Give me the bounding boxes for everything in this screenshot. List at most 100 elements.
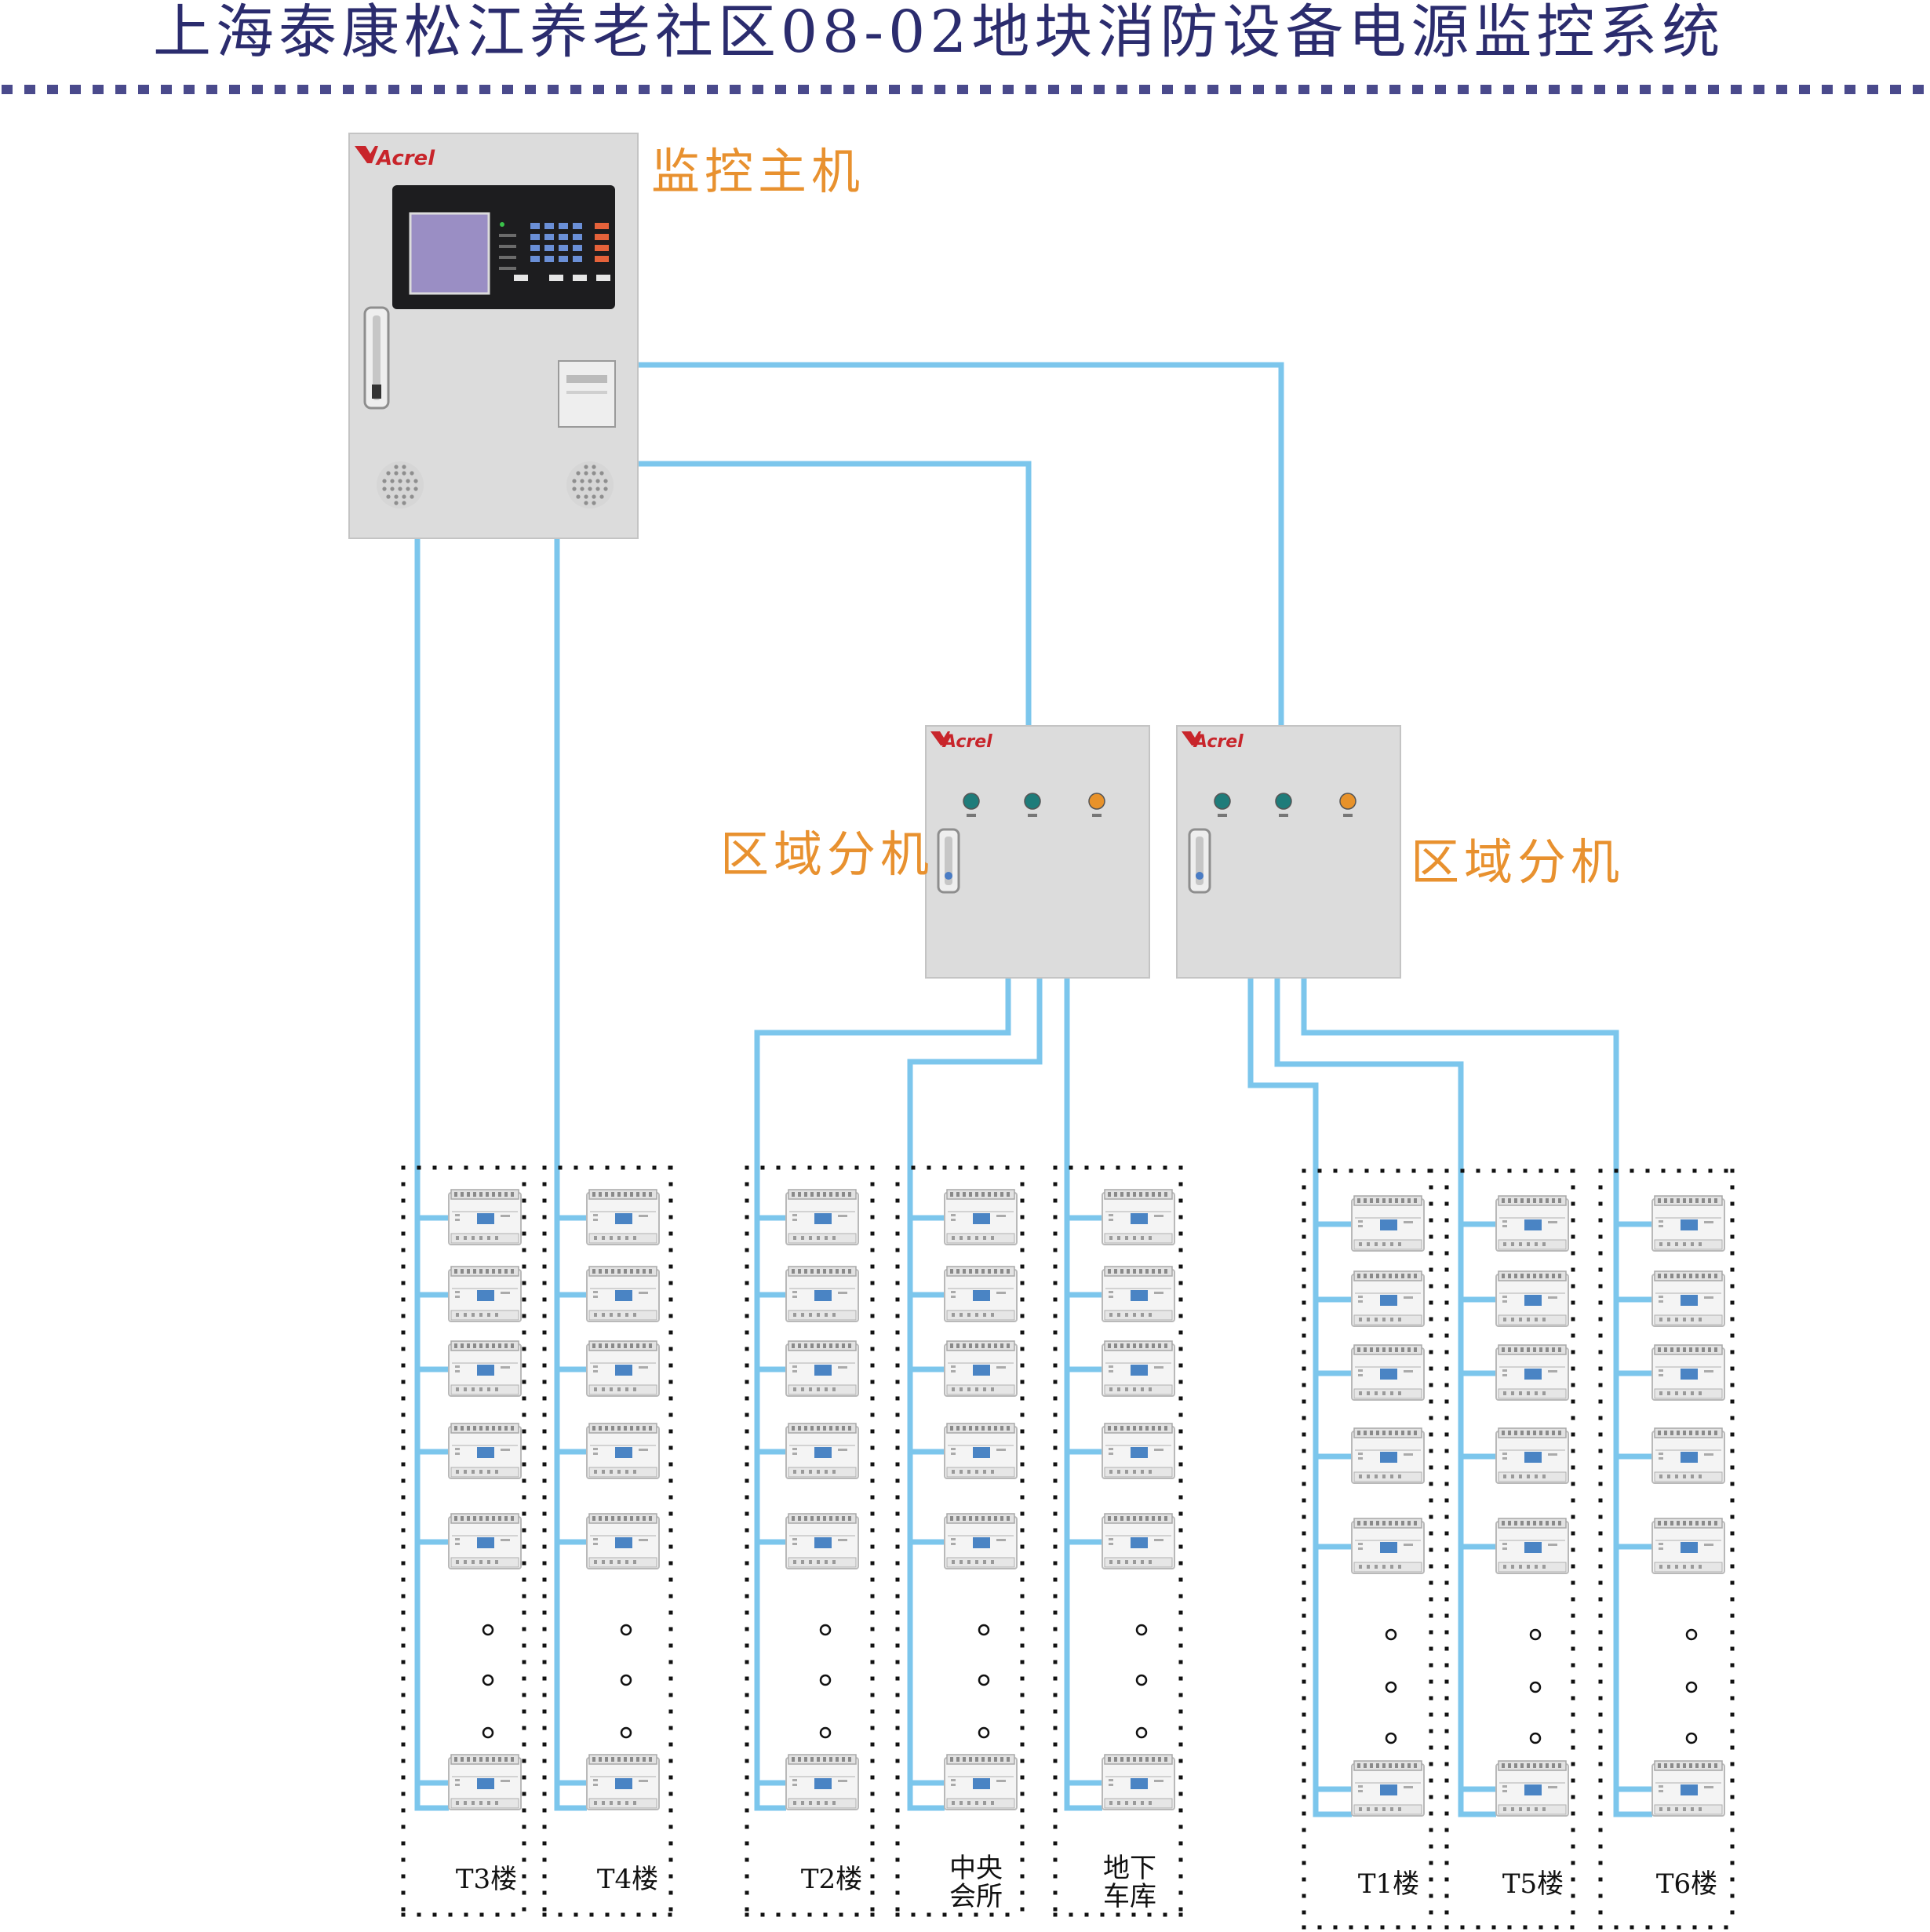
column-boundary [542, 1165, 673, 1917]
column-boundary [1444, 1168, 1575, 1930]
building-label: T6楼 [1656, 1868, 1717, 1900]
circle-ellipsis-icon [819, 1624, 832, 1636]
circle-ellipsis-icon [482, 1726, 494, 1739]
circle-ellipsis-icon [1135, 1674, 1148, 1686]
power-monitor-module-icon [586, 1423, 660, 1479]
indicator-leds [499, 222, 516, 270]
building-label: T1楼 [1358, 1868, 1419, 1900]
brand-logo: Acrel [355, 146, 435, 170]
indicator-lamp-icon [1024, 793, 1041, 810]
power-monitor-module-icon [586, 1340, 660, 1397]
power-monitor-module-icon [1495, 1518, 1569, 1574]
speaker-grille-icon [566, 461, 614, 509]
power-monitor-module-icon [586, 1189, 660, 1245]
building-label: T2楼 [801, 1864, 862, 1895]
building-column: 中央会所 [895, 1165, 1025, 1917]
monitoring-host: Acrel [348, 133, 639, 539]
circle-ellipsis-icon [1529, 1732, 1542, 1744]
power-monitor-module-icon [1351, 1270, 1425, 1327]
power-monitor-module-icon [1102, 1266, 1175, 1322]
brand-logo: Acrel [1182, 731, 1244, 752]
host-label: 监控主机 [651, 143, 865, 200]
title-underline [2, 85, 1924, 94]
power-monitor-module-icon [448, 1513, 522, 1569]
zone-unit-label: 区域分机 [720, 826, 934, 883]
power-monitor-module-icon [1351, 1195, 1425, 1252]
building-label: 中央会所 [949, 1853, 1003, 1912]
power-monitor-module-icon [1102, 1423, 1175, 1479]
power-monitor-module-icon [1102, 1340, 1175, 1397]
power-monitor-module-icon [448, 1266, 522, 1322]
power-monitor-module-icon [1351, 1760, 1425, 1817]
door-handle-icon [1188, 828, 1211, 894]
building-label: T3楼 [456, 1864, 517, 1895]
building-column: T5楼 [1444, 1168, 1575, 1930]
circle-ellipsis-icon [620, 1624, 632, 1636]
indicator-lamp-icon [1275, 793, 1292, 810]
power-monitor-module-icon [1102, 1754, 1175, 1810]
door-handle-icon [937, 828, 960, 894]
building-column: T2楼 [745, 1165, 875, 1917]
building-label: T5楼 [1502, 1868, 1564, 1900]
circle-ellipsis-icon [978, 1726, 990, 1739]
power-monitor-module-icon [785, 1513, 859, 1569]
power-monitor-module-icon [1651, 1760, 1725, 1817]
indicator-lamp-icon [963, 793, 980, 810]
zone-unit: Acrel [925, 725, 1150, 979]
power-monitor-module-icon [1351, 1427, 1425, 1484]
circle-ellipsis-icon [1685, 1681, 1698, 1693]
power-monitor-module-icon [448, 1340, 522, 1397]
bus-line [907, 978, 1043, 1811]
power-monitor-module-icon [448, 1754, 522, 1810]
column-boundary [1053, 1165, 1183, 1917]
indicator-lamp-icon [1339, 793, 1356, 810]
zone-cabinet [925, 725, 1150, 979]
circle-ellipsis-icon [1385, 1681, 1397, 1693]
power-monitor-module-icon [785, 1340, 859, 1397]
page-title: 上海泰康松江养老社区08-02地块消防设备电源监控系统 [153, 0, 1724, 66]
column-boundary [1302, 1168, 1433, 1930]
circle-ellipsis-icon [1685, 1732, 1698, 1744]
indicator-lamp-icon [1088, 793, 1105, 810]
power-monitor-module-icon [944, 1189, 1018, 1245]
bus-line [1301, 978, 1652, 1817]
indicator-lamp-icon [1214, 793, 1231, 810]
power-monitor-module-icon [785, 1266, 859, 1322]
bus-line [1247, 978, 1352, 1817]
power-monitor-module-icon [448, 1423, 522, 1479]
host-lcd-screen [409, 212, 490, 295]
circle-ellipsis-icon [1135, 1726, 1148, 1739]
zone-cabinet [1176, 725, 1401, 979]
svg-text:Acrel: Acrel [1193, 732, 1244, 752]
power-monitor-module-icon [586, 1513, 660, 1569]
circle-ellipsis-icon [1385, 1732, 1397, 1744]
zone-unit-label: 区域分机 [1411, 833, 1624, 891]
circle-ellipsis-icon [1529, 1628, 1542, 1641]
column-boundary [895, 1165, 1025, 1917]
circle-ellipsis-icon [1685, 1628, 1698, 1641]
printer-icon [558, 360, 616, 428]
column-boundary [1598, 1168, 1735, 1930]
building-column: T4楼 [542, 1165, 673, 1917]
building-column: T6楼 [1598, 1168, 1735, 1930]
power-monitor-module-icon [785, 1189, 859, 1245]
power-monitor-module-icon [1495, 1344, 1569, 1401]
power-monitor-module-icon [1651, 1195, 1725, 1252]
power-monitor-module-icon [1495, 1195, 1569, 1252]
zone-unit: Acrel [1176, 725, 1401, 979]
door-handle-icon [363, 306, 390, 410]
circle-ellipsis-icon [819, 1726, 832, 1739]
bus-line [414, 538, 449, 1811]
bus-line [554, 538, 587, 1811]
building-label: 地下车库 [1103, 1853, 1156, 1912]
circle-ellipsis-icon [978, 1674, 990, 1686]
power-monitor-module-icon [1651, 1344, 1725, 1401]
power-monitor-module-icon [1495, 1427, 1569, 1484]
power-monitor-module-icon [785, 1423, 859, 1479]
speaker-grille-icon [377, 461, 424, 509]
circle-ellipsis-icon [620, 1674, 632, 1686]
power-monitor-module-icon [944, 1340, 1018, 1397]
bus-line [754, 978, 1011, 1811]
svg-text:Acrel: Acrel [375, 147, 435, 170]
